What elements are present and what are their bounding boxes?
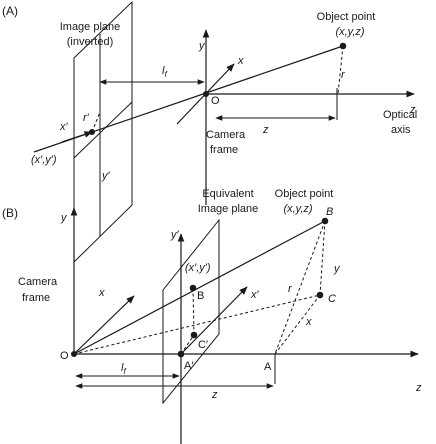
panel-b: (B) y Camera frame x z O Equivalent Imag…: [2, 188, 422, 444]
x-prime-label-a: x′: [59, 121, 69, 133]
y-axis-label-a: y: [198, 40, 206, 52]
y-label-b: y: [333, 263, 341, 275]
image-plane-label-1: Image plane: [60, 21, 121, 33]
x-axis-b: [73, 295, 135, 355]
r-prime-label-a: r′: [83, 112, 90, 124]
r-label-a: r: [341, 69, 346, 81]
camera-frame-label-b-1: Camera: [18, 276, 58, 288]
z-axis-label-b: z: [415, 382, 422, 394]
image-coords-b: (x′,y′): [185, 262, 211, 274]
object-point-label-a: Object point: [317, 11, 376, 23]
projection-ray-arrow-a: [61, 131, 93, 143]
optical-axis-label-2: axis: [391, 124, 411, 136]
equiv-plane-label-1: Equivalent: [202, 188, 253, 200]
y-axis-label-b: y: [60, 212, 68, 224]
image-plane-label-2: (inverted): [67, 36, 113, 48]
z-axis-label-a: z: [409, 104, 416, 116]
y-prime-label-b: y′: [170, 229, 180, 241]
ray-o-to-c: [73, 294, 321, 355]
z-distance-label-b: z: [211, 389, 218, 401]
panel-a: (A) Image plane (inverted) y x z Object …: [2, 0, 417, 264]
r-prime-dashed-a: [91, 111, 101, 133]
camera-frame-label-a-1: Camera: [206, 129, 246, 141]
camera-frame-label-a-2: frame: [210, 144, 238, 156]
x-prime-label-b: x′: [250, 289, 260, 301]
panel-b-tag: (B): [2, 206, 18, 220]
point-a-prime: [177, 350, 185, 358]
point-b-prime-label: B: [197, 290, 204, 302]
image-plane-a: [73, 0, 133, 264]
point-c-label: C: [328, 293, 336, 305]
point-a-prime-label: A′: [184, 360, 193, 372]
image-plane-inner-diagonal: [73, 101, 133, 159]
origin-a: [203, 91, 209, 97]
point-a-label: A: [264, 361, 272, 373]
panel-a-tag: (A): [2, 4, 18, 18]
ray-o-to-b: [73, 220, 326, 355]
x-axis-label-a: x: [237, 55, 244, 67]
x-label-b: x: [305, 316, 312, 328]
focal-length-label-a: lf: [162, 65, 167, 79]
point-c-prime-label: C′: [198, 339, 208, 351]
dashed-c-to-a: [274, 294, 321, 355]
origin-label-b: O: [60, 350, 69, 362]
image-coords-a: (x′,y′): [31, 154, 57, 166]
optical-axis-label-1: Optical: [383, 109, 417, 121]
object-point-label-b: Object point: [275, 188, 334, 200]
dashed-a-prime-c-prime: [180, 334, 195, 355]
x-axis-label-b: x: [98, 287, 105, 299]
dashed-b-prime-c-prime: [192, 287, 195, 336]
equivalent-image-plane: [162, 218, 220, 405]
camera-frame-label-b-2: frame: [22, 292, 50, 304]
equiv-plane-label-2: Image plane: [198, 203, 259, 215]
dashed-b-to-a: [274, 220, 326, 355]
object-coords-a: (x,y,z): [335, 26, 364, 38]
point-b-label: B: [326, 206, 333, 218]
focal-length-label-b: lf: [121, 362, 126, 376]
r-dashed-line-a: [337, 45, 344, 95]
origin-label-a: O: [211, 95, 220, 107]
r-label-b: r: [288, 283, 293, 295]
z-distance-label-a: z: [262, 124, 269, 136]
object-coords-b: (x,y,z): [283, 203, 312, 215]
y-prime-label-a: y′: [101, 170, 111, 182]
dashed-b-to-c: [319, 220, 326, 296]
